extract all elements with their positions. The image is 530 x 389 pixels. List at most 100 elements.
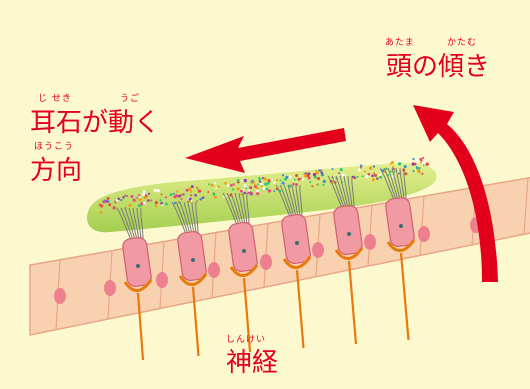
otolith-crystal [338,172,340,174]
otolith-crystal [373,172,375,174]
otolith-crystal [426,163,429,166]
otolith-crystal [160,202,163,205]
otolith-move-label: 耳石が動く [30,110,160,136]
direction-label: 方向 [30,158,82,184]
otolith-crystal [232,183,234,185]
otolith-crystal [181,194,183,196]
otolith-crystal [257,184,259,186]
otolith-crystal [176,190,178,192]
otolith-crystal [261,185,263,187]
otolith-crystal [289,176,292,179]
direction-ruby: ほうこう [34,143,74,152]
otolith-crystal [332,168,334,170]
otolith-crystal [259,180,261,182]
otolith-crystal [178,195,181,198]
otolith-crystal [143,202,146,205]
hair-cell-nucleus [347,232,351,236]
otolith-crystal [263,187,266,190]
otolith-crystal [138,194,140,196]
otolith-crystal [160,199,162,201]
otolith-crystal [190,194,192,196]
otolith-crystal [379,163,381,165]
otolith-crystal [273,190,275,192]
otolith-crystal [130,195,133,198]
otolith-crystal [165,203,168,206]
otolith-crystal [412,158,414,160]
otolith-crystal [124,195,126,197]
otolith-crystal [264,177,267,180]
otolith-crystal [173,193,175,195]
otolith-crystal [306,174,309,177]
otolith-crystal [273,182,275,184]
otolith-crystal [416,167,418,169]
otolith-crystal [295,174,298,177]
cell-nucleus [260,254,272,270]
otolith-crystal [404,172,407,175]
otolith-crystal [268,189,271,192]
otolith-crystal [322,184,324,186]
head-tilt-ruby-2: かたむ [447,39,477,48]
otolith-crystal [292,180,294,182]
otolith-crystal [102,201,105,204]
otolith-crystal [165,196,167,198]
otolith-crystal [303,174,305,176]
otolith-crystal [240,190,243,193]
otolith-crystal [155,205,158,208]
otolith-crystal [297,178,300,181]
otolith-crystal [147,199,150,202]
otolith-crystal [259,178,262,181]
cell-nucleus [54,288,66,304]
otolith-crystal [265,188,268,191]
otolith-crystal [190,190,192,192]
otolith-crystal [189,197,192,200]
hair-cell-nucleus [136,264,140,268]
otolith-crystal [108,203,111,206]
head-tilt-ruby-1: あたま [385,39,415,48]
otolith-crystal [321,173,324,176]
otolith-crystal [267,179,270,182]
nerve-ruby: しんけい [226,336,266,345]
otolith-crystal [105,201,107,203]
otolith-crystal [155,201,158,204]
hair-cell-nucleus [295,241,299,245]
otolith-crystal [309,181,311,183]
otolith-crystal [196,200,198,202]
otolith-crystal [133,199,136,202]
otolith-crystal [260,183,263,186]
otolith-crystal [256,190,259,193]
otolith-crystal [214,182,216,184]
otolith-crystal [292,183,295,186]
otolith-crystal [188,187,191,190]
otolith-crystal [390,163,392,165]
otolith-crystal [418,172,420,174]
otolith-crystal [247,192,250,195]
otolith-crystal [188,200,191,203]
otolith-crystal [421,160,423,162]
otolith-crystal [241,180,243,182]
otolith-crystal [352,176,355,179]
otolith-crystal [279,179,281,181]
otolith-crystal [120,199,122,201]
otolith-crystal [404,165,407,168]
otolith-crystal [313,173,316,176]
otolith-crystal [191,185,194,188]
otolith-crystal [183,193,185,195]
otolith-crystal [276,179,278,181]
otolith-crystal [100,211,103,214]
otolith-crystal [362,175,364,177]
otolith-crystal [237,179,240,182]
otolith-crystal [256,187,259,190]
otolith-crystal [412,163,415,166]
otolith-move-ruby-2: うご [120,95,140,104]
otolith-crystal [374,174,377,177]
cell-nucleus [418,226,430,242]
otolith-crystal [126,195,128,197]
otolith-crystal [340,168,343,171]
otolith-crystal [302,178,305,181]
otolith-crystal [360,164,363,167]
otolith-crystal [420,162,422,164]
otolith-crystal [244,184,247,187]
otolith-crystal [224,182,227,185]
otolith-crystal [181,198,183,200]
otolith-crystal [136,197,138,199]
